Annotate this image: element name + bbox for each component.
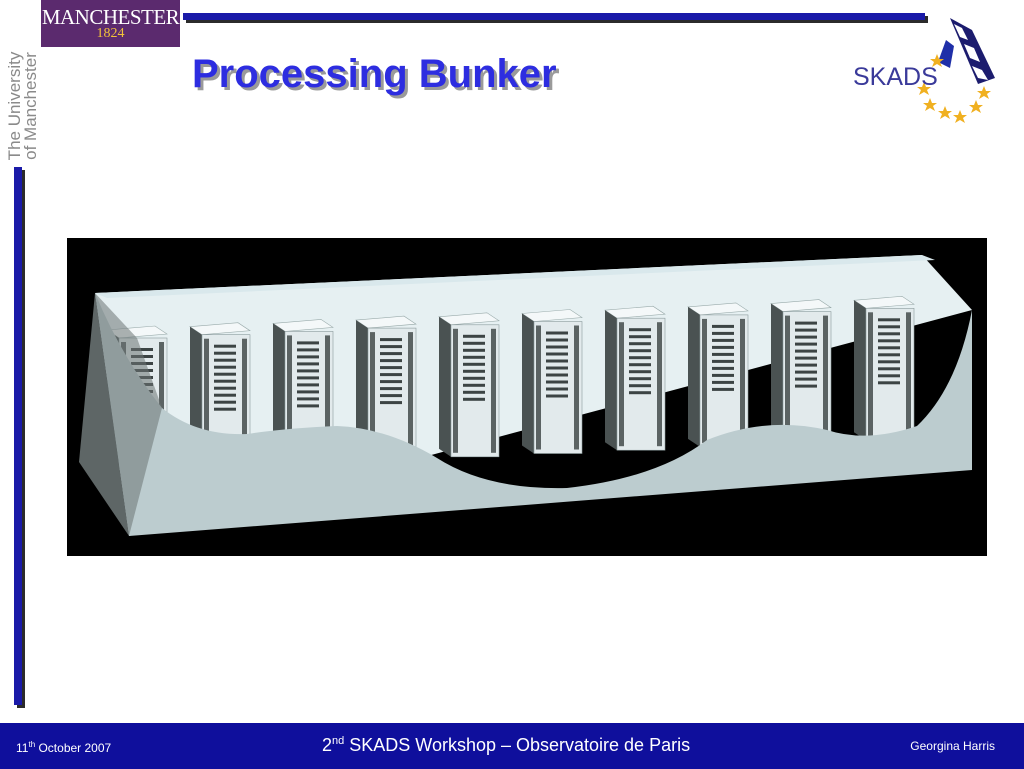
university-wordmark-text: The University of Manchester <box>5 52 40 161</box>
university-line-2: of Manchester <box>21 52 40 160</box>
footer-date-suffix: th <box>28 740 36 749</box>
processing-bunker-image <box>67 238 987 556</box>
manchester-logo: MANCHESTER 1824 <box>41 0 180 47</box>
footer-date-day: 11 <box>16 741 29 755</box>
logo-name: MANCHESTER <box>41 5 180 29</box>
logo-year: 1824 <box>96 26 125 41</box>
footer-bar: 11th October 2007 2nd SKADS Workshop – O… <box>0 722 1024 769</box>
slide-title: Processing Bunker <box>192 52 557 96</box>
server-rack <box>853 295 915 441</box>
skads-logo-text: SKADS <box>853 63 938 91</box>
footer-event-num: 2 <box>322 735 333 755</box>
university-wordmark: The University of Manchester <box>2 48 44 164</box>
left-bar <box>14 167 22 705</box>
footer-date-rest: October 2007 <box>35 741 112 755</box>
server-rack <box>521 309 583 454</box>
server-rack <box>272 319 334 464</box>
server-rack <box>355 315 417 461</box>
footer-event-suffix: nd <box>332 735 345 747</box>
top-bar <box>183 13 925 20</box>
skads-logo: SKADS <box>853 18 995 123</box>
footer-event: 2nd SKADS Workshop – Observatoire de Par… <box>322 735 690 756</box>
footer-date: 11th October 2007 <box>16 740 111 755</box>
server-rack <box>770 299 832 444</box>
footer-event-rest: SKADS Workshop – Observatoire de Paris <box>344 735 691 755</box>
skads-telescope-icon <box>938 18 995 84</box>
skads-stars-icon <box>917 54 991 123</box>
footer-author: Georgina Harris <box>910 739 995 753</box>
server-rack <box>604 305 666 451</box>
server-rack <box>687 302 749 448</box>
server-rack <box>438 312 500 458</box>
